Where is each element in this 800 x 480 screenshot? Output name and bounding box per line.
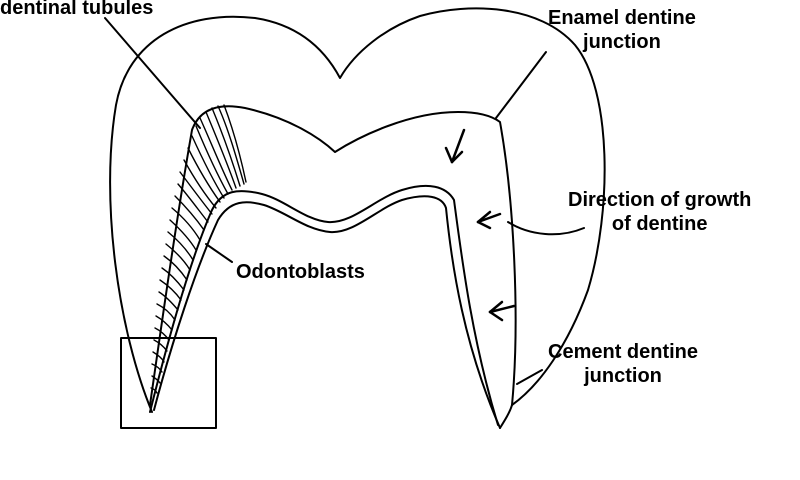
label-enamel-dentine-junction: Enamel dentine junction — [548, 6, 696, 54]
apex-highlight-box — [120, 337, 217, 429]
growth-arrow-mid — [476, 210, 502, 230]
leader-enamel-dentine-junction — [495, 51, 547, 119]
leader-direction-of-growth — [507, 221, 585, 236]
label-odontoblasts: Odontoblasts — [236, 261, 365, 283]
label-enamel-dentine-junction-line1: Enamel dentine — [548, 7, 696, 29]
label-enamel-dentine-junction-line2: junction — [583, 31, 661, 53]
odontoblast-layer-inner — [153, 195, 501, 429]
label-cement-dentine-junction-line2: junction — [584, 365, 662, 387]
label-cement-dentine-junction: Cement dentine junction — [548, 340, 698, 388]
leader-odontoblasts — [205, 243, 233, 263]
growth-arrow-root — [488, 300, 516, 322]
tooth-outer-outline — [109, 7, 606, 413]
cement-dentine-root-line — [499, 404, 513, 429]
label-cement-dentine-junction-line1: Cement dentine — [548, 341, 699, 363]
leader-dentinal-tubules — [104, 17, 201, 129]
label-dentinal-tubules: dentinal tubules — [0, 0, 154, 19]
leader-cement-dentine-junction — [516, 369, 543, 385]
label-direction-of-growth-line2: of dentine — [611, 213, 708, 235]
dentinal-tubules-lines — [150, 104, 247, 394]
enamel-dentine-junction-line — [149, 105, 517, 406]
growth-arrow-crown — [444, 128, 466, 164]
label-direction-of-growth: Direction of growth of dentine — [568, 188, 751, 236]
odontoblast-layer-outer — [149, 184, 499, 426]
label-direction-of-growth-line1: Direction of growth — [568, 189, 752, 211]
